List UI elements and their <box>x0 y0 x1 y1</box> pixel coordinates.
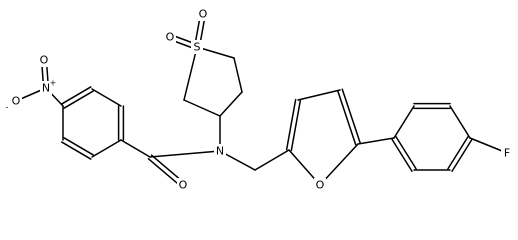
bond-cC-cO-a <box>147 158 183 188</box>
bond-p1-p2 <box>393 105 415 139</box>
bond-f1-f2-b <box>285 98 297 151</box>
bond-p3-p4 <box>449 105 471 139</box>
atom-nitro-nitrogen-label: N <box>42 82 50 95</box>
atom-nitro-oxygen-top: O <box>38 53 50 67</box>
bond-t5-t1 <box>219 91 243 117</box>
atom-sulfone-oxygen-top: O <box>197 7 209 21</box>
bond-f3-f4-a <box>336 90 357 146</box>
atom-amide-nitrogen-label: N <box>216 145 224 158</box>
atom-amide-nitrogen: N <box>214 144 226 158</box>
atom-sulfone-sulfur-label: S <box>194 41 201 54</box>
atom-nitro-oxygen-anion: O - <box>6 94 22 112</box>
atom-sulfone-oxygen-left: O <box>164 30 176 44</box>
atom-sulfone-oxygen-left-label: O <box>166 31 175 44</box>
bond-t2-t3 <box>183 46 198 101</box>
chemical-structure-diagram: N + O O - O N S O <box>5 7 513 192</box>
atom-furan-oxygen: O <box>314 178 326 192</box>
bond-p4-p5-b <box>451 138 473 173</box>
bond-p4-fF <box>469 137 508 154</box>
atom-nitro-oxygen-top-label: O <box>40 54 49 67</box>
bond-b5-b6 <box>91 88 122 107</box>
nitro-oxygen-charge: - <box>6 103 9 112</box>
bond-layer <box>15 12 508 188</box>
bond-f2-f3 <box>297 89 341 101</box>
bond-cC-nA <box>149 150 221 158</box>
nitro-nitrogen-charge: + <box>50 79 57 88</box>
atom-carbonyl-oxygen-label: O <box>179 179 188 192</box>
atom-label-layer: N + O O - O N S O <box>6 7 513 192</box>
bond-p6-p1-a <box>395 135 417 170</box>
bond-f4-fO <box>319 143 359 186</box>
bond-t3-t4 <box>196 46 235 59</box>
atom-fluorine-label: F <box>504 147 510 160</box>
atom-fluorine: F <box>501 146 513 160</box>
bond-p6-p1-b <box>391 138 413 173</box>
bond-b2-b3-b <box>63 137 94 156</box>
atom-sulfone-oxygen-top-label: O <box>199 8 208 21</box>
bond-f1-f2-a <box>290 99 302 152</box>
bond-m1-f1 <box>254 149 290 171</box>
bond-b6-b1-a <box>61 86 92 105</box>
atom-nitro-nitrogen: N + <box>40 79 57 95</box>
atom-nitro-oxygen-anion-label: O <box>12 95 21 108</box>
bond-t1-t2 <box>183 99 221 117</box>
atom-carbonyl-oxygen: O <box>177 178 189 192</box>
atom-sulfone-sulfur: S <box>191 40 203 54</box>
bond-p4-p5-a <box>447 135 469 170</box>
bond-b4-cC <box>120 139 151 158</box>
atom-furan-oxygen-label: O <box>316 179 325 192</box>
bond-b2-b3-a <box>61 141 92 160</box>
bond-f4-p1 <box>357 137 395 145</box>
bond-b3-b4 <box>91 139 122 158</box>
bond-t4-t5 <box>233 57 243 93</box>
bond-f3-f4-b <box>341 88 362 144</box>
bond-b6-b1-b <box>63 90 94 109</box>
